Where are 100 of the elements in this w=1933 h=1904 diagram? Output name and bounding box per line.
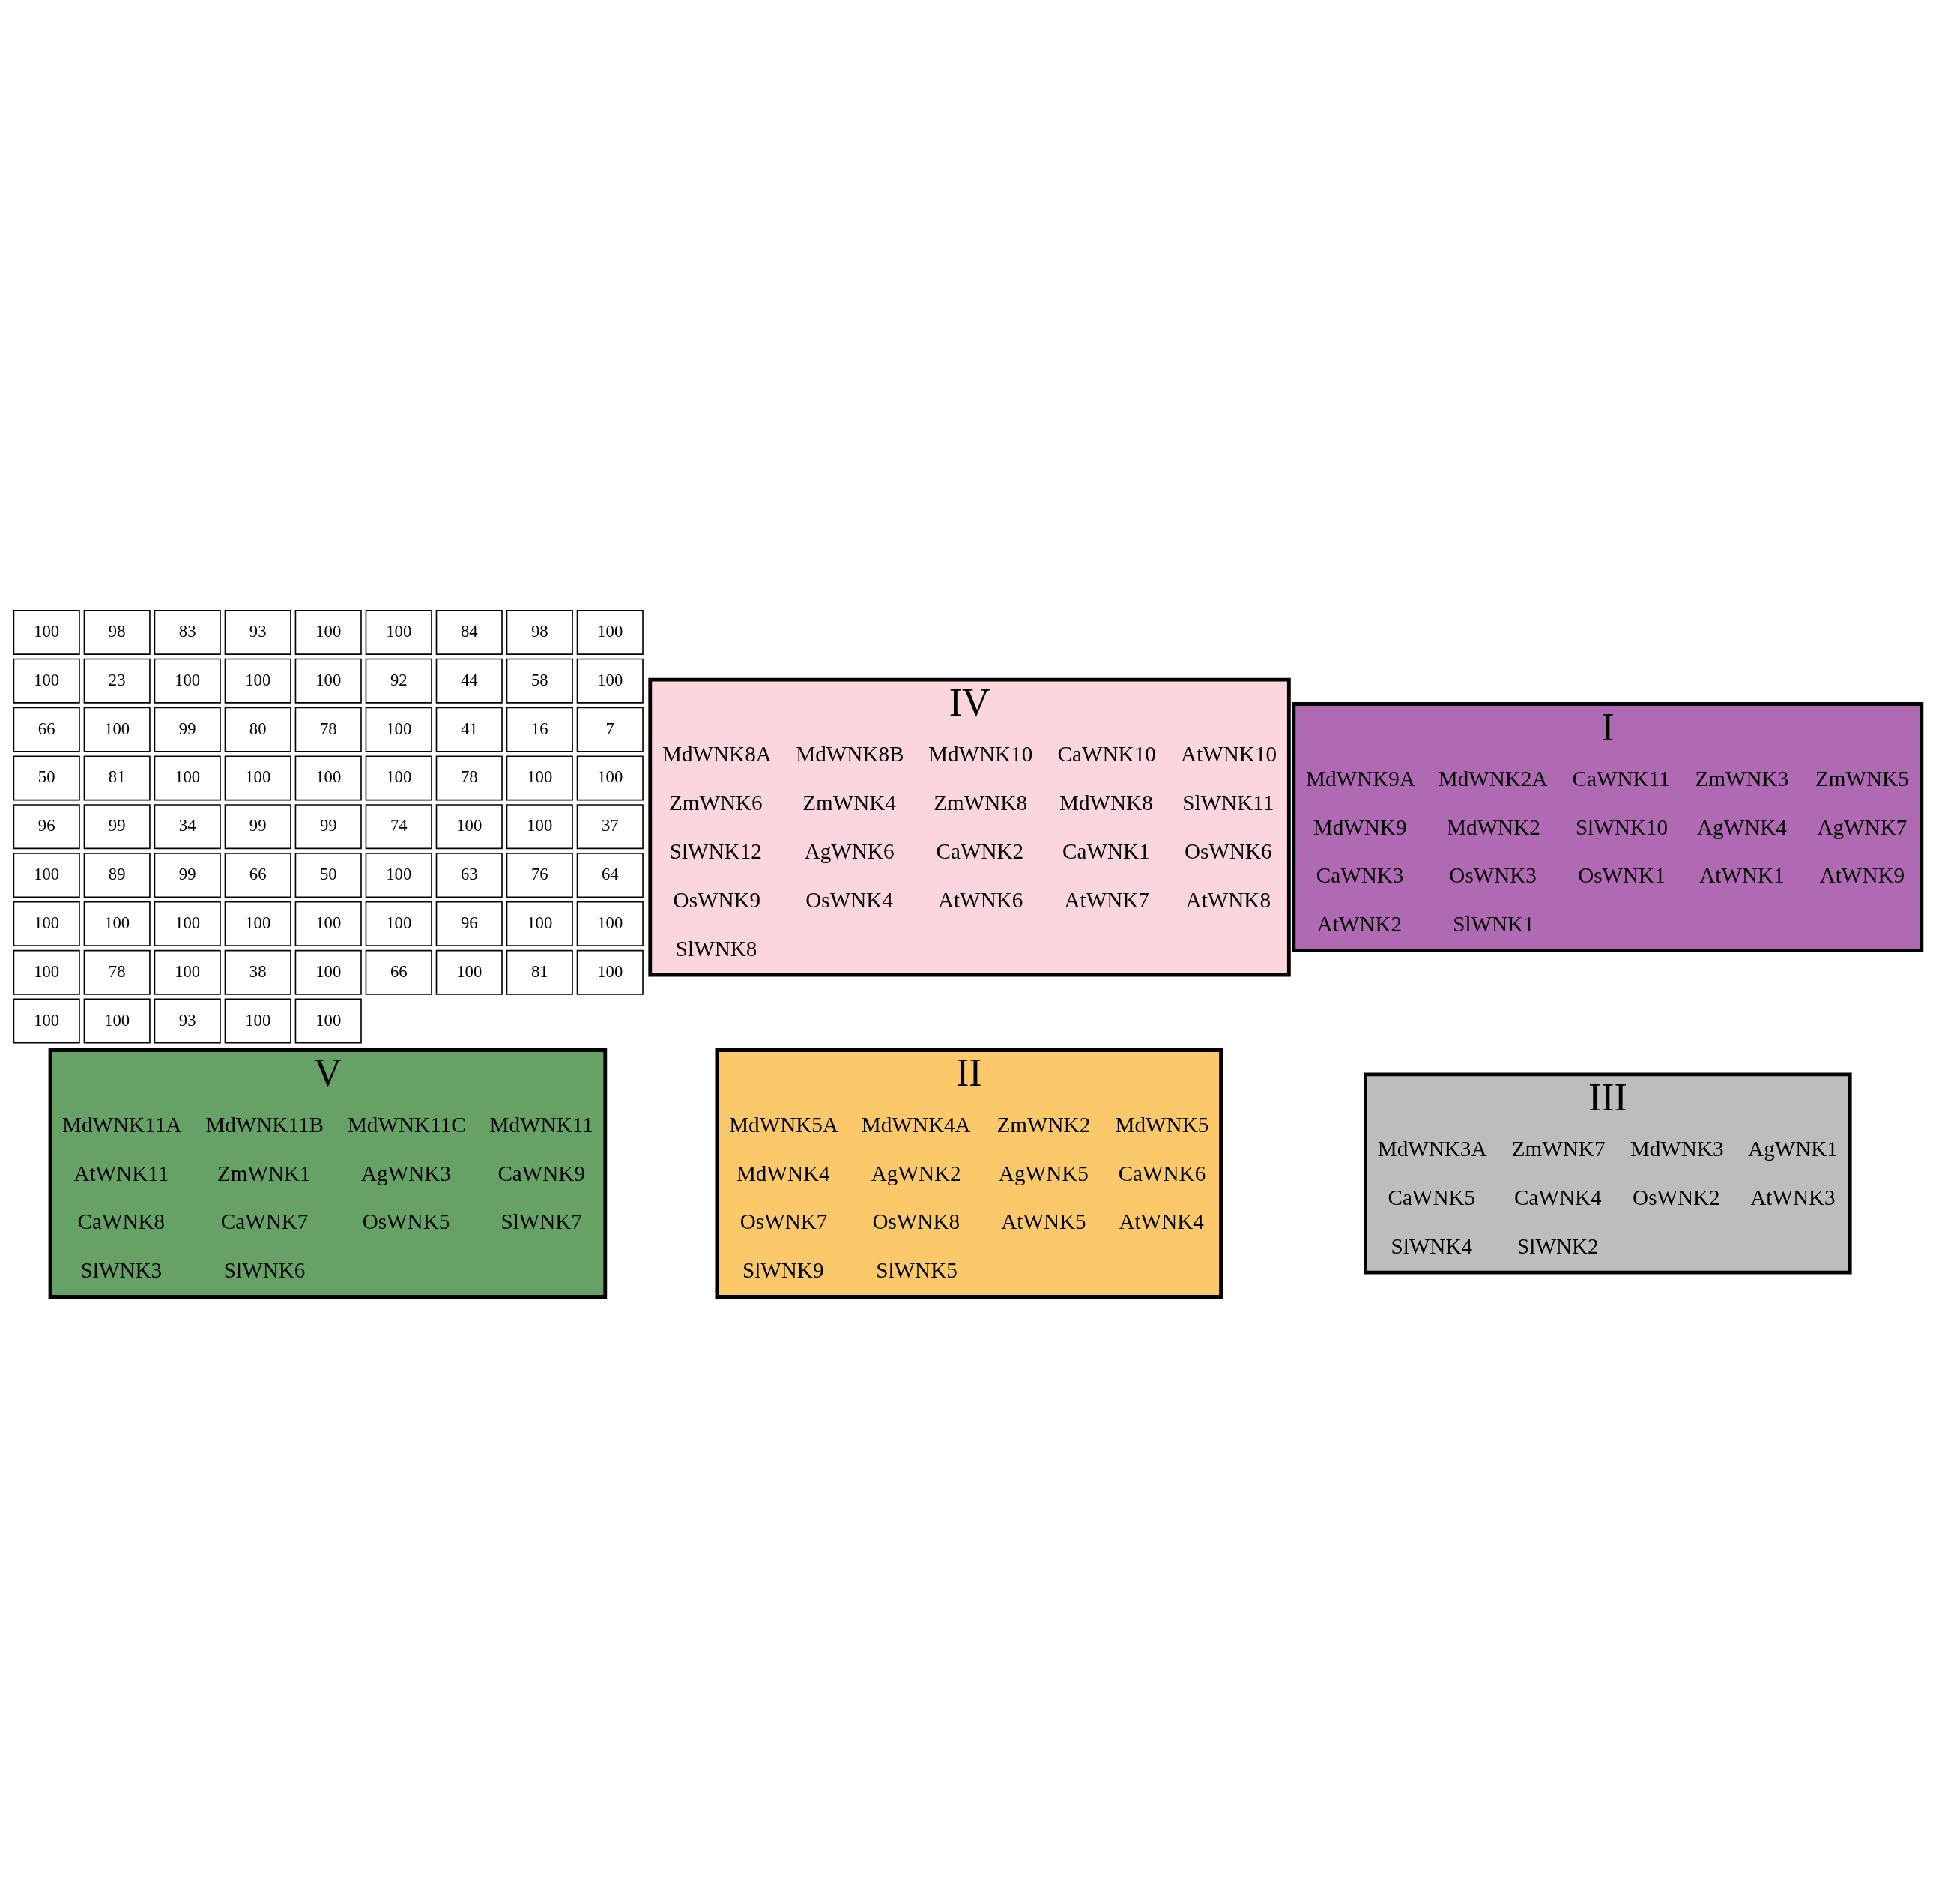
label: 89 xyxy=(108,864,126,883)
node-text: MdWNK3A xyxy=(1377,1136,1487,1161)
node-text: SlWNK10 xyxy=(1575,815,1669,839)
label: 41 xyxy=(460,719,478,738)
label: 98 xyxy=(530,621,548,641)
label: 100 xyxy=(245,1010,271,1030)
label: 100 xyxy=(597,621,623,641)
label: 100 xyxy=(315,1010,342,1030)
node-text: AtWNK8 xyxy=(1185,887,1271,912)
label: 66 xyxy=(37,719,55,738)
label: 78 xyxy=(108,961,126,981)
label: 100 xyxy=(386,621,412,641)
label: 99 xyxy=(319,815,337,835)
node-text: SlWNK9 xyxy=(742,1257,824,1282)
label: 100 xyxy=(527,913,553,932)
node-text: ZmWNK4 xyxy=(802,790,896,815)
node-text: MdWNK5 xyxy=(1115,1112,1209,1137)
node-text: MdWNK2 xyxy=(1447,815,1540,839)
node-text: CaWNK2 xyxy=(936,838,1024,863)
node-text: MdWNK9 xyxy=(1313,815,1407,839)
label: 23 xyxy=(108,670,126,689)
node-text: AgWNK1 xyxy=(1748,1136,1838,1161)
label: 100 xyxy=(315,621,342,641)
label: 7 xyxy=(605,719,614,738)
node-text: MdWNK4A xyxy=(861,1112,971,1137)
node-text: OsWNK9 xyxy=(673,887,761,912)
node-text: MdWNK3 xyxy=(1630,1136,1724,1161)
label: 84 xyxy=(460,621,478,641)
label: 100 xyxy=(456,961,483,981)
label: 99 xyxy=(249,815,267,835)
label: 93 xyxy=(249,621,267,641)
node-text: ZmWNK5 xyxy=(1815,766,1909,791)
node-text: MdWNK11A xyxy=(62,1112,182,1137)
node-text: AgWNK2 xyxy=(871,1161,961,1185)
label: 100 xyxy=(245,670,271,689)
node-text: AtWNK1 xyxy=(1699,862,1785,887)
label: 100 xyxy=(175,767,201,786)
label: 81 xyxy=(530,961,548,981)
label: 100 xyxy=(315,767,342,786)
label: 100 xyxy=(175,961,201,981)
label: 100 xyxy=(456,815,483,835)
label: 16 xyxy=(530,719,548,738)
label: 100 xyxy=(597,961,623,981)
label: 100 xyxy=(597,767,623,786)
label: 100 xyxy=(527,815,553,835)
node-text: SlWNK1 xyxy=(1453,911,1534,936)
label: 92 xyxy=(390,670,408,689)
node-text: CaWNK10 xyxy=(1057,741,1156,766)
node-text: ZmWNK7 xyxy=(1511,1136,1606,1161)
label: 100 xyxy=(34,1010,60,1030)
node-text: SlWNK6 xyxy=(223,1257,306,1282)
label: 100 xyxy=(104,913,130,932)
node-text: AgWNK6 xyxy=(804,838,895,863)
label: 100 xyxy=(386,767,412,786)
label: 80 xyxy=(249,719,267,738)
node-text: CaWNK6 xyxy=(1118,1161,1206,1185)
node-text: OsWNK3 xyxy=(1449,862,1537,887)
label: 76 xyxy=(530,864,548,883)
node-text: SlWNK5 xyxy=(876,1257,958,1282)
label: 100 xyxy=(386,913,412,932)
node-text: ZmWNK6 xyxy=(668,790,763,815)
label: 100 xyxy=(104,719,130,738)
label: 100 xyxy=(386,719,412,738)
label: 50 xyxy=(319,864,337,883)
node-text: ZmWNK2 xyxy=(996,1112,1091,1137)
label: 100 xyxy=(386,864,412,883)
node-text: SlWNK7 xyxy=(500,1209,582,1233)
node-text: SlWNK11 xyxy=(1182,790,1274,815)
label: 96 xyxy=(460,913,478,932)
node-text: AgWNK3 xyxy=(361,1161,451,1185)
node-text: MdWNK9A xyxy=(1306,766,1415,791)
label: 100 xyxy=(245,913,271,932)
label: 100 xyxy=(34,961,60,981)
node-text: CaWNK7 xyxy=(220,1209,309,1233)
node-text: OsWNK1 xyxy=(1578,862,1666,887)
node-text: AtWNK3 xyxy=(1750,1185,1836,1209)
label: 93 xyxy=(178,1010,196,1030)
node-text: OsWNK4 xyxy=(805,887,893,912)
node-text: MdWNK2A xyxy=(1438,766,1548,791)
node-text: AtWNK11 xyxy=(73,1161,169,1185)
node-text: CaWNK9 xyxy=(497,1161,585,1185)
label: 96 xyxy=(37,815,55,835)
label: 58 xyxy=(530,670,548,689)
label: 37 xyxy=(601,815,619,835)
label: 100 xyxy=(104,1010,130,1030)
label: 64 xyxy=(601,864,619,883)
label: 66 xyxy=(390,961,408,981)
node-text: CaWNK3 xyxy=(1316,862,1404,887)
label: 100 xyxy=(175,670,201,689)
label: 100 xyxy=(315,961,342,981)
node-text: ZmWNK8 xyxy=(934,790,1027,815)
node-text: AgWNK7 xyxy=(1817,815,1908,839)
label: 100 xyxy=(597,913,623,932)
node-text: MdWNK11B xyxy=(205,1112,324,1137)
node-text: SlWNK3 xyxy=(80,1257,163,1282)
node-text: SlWNK4 xyxy=(1391,1233,1473,1258)
node-text: AgWNK4 xyxy=(1697,815,1787,839)
label: 81 xyxy=(108,767,126,786)
node-text: MdWNK4 xyxy=(736,1161,830,1185)
label: 78 xyxy=(460,767,478,786)
